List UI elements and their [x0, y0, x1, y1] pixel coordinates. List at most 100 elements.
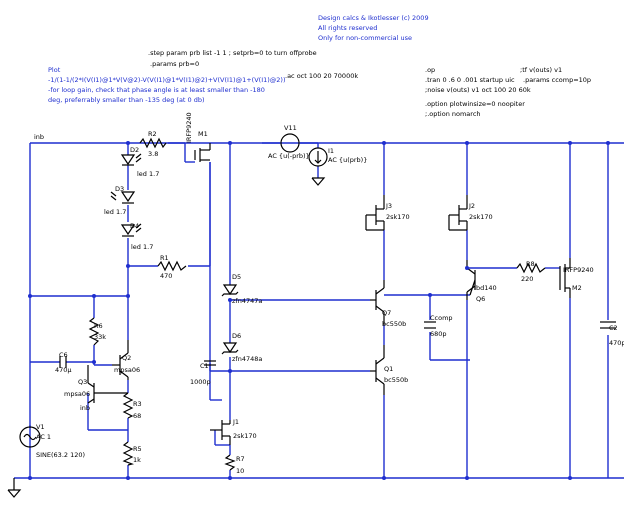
header-line-1: Design calcs & Ikotlesser (c) 2009 — [318, 14, 429, 22]
label-q1-value: bc550b — [384, 376, 408, 384]
label-r6-value: 33k — [94, 333, 106, 341]
label-d6-name: D6 — [232, 332, 241, 340]
params-prb-directive: .params prb=0 — [150, 60, 199, 68]
bjt-q7 — [370, 280, 385, 325]
net-labels: inb inb — [34, 133, 90, 412]
label-d4-value: led 1.7 — [131, 243, 153, 251]
capacitor-ccomp — [424, 321, 436, 329]
label-d3-name: D3 — [115, 185, 124, 193]
label-d2-name: D2 — [130, 146, 139, 154]
led-d4 — [120, 223, 142, 237]
label-m1-name: M1 — [198, 130, 208, 138]
label-r5-name: R5 — [133, 445, 142, 453]
resistor-r2 — [139, 137, 167, 149]
plot-title: Plot — [48, 66, 61, 74]
plot-formula: -1/(1-1/(2*I(V(I1)@1*V(V@2)-V(V(I1)@1*V(… — [48, 76, 286, 84]
tran-directive: .tran 0 .6 0 .001 startup uic — [425, 76, 515, 84]
resistor-r8 — [516, 262, 546, 274]
label-j3-value: 2sk170 — [386, 213, 410, 221]
source-i1 — [308, 147, 328, 167]
label-j1-name: J1 — [232, 418, 239, 426]
header-line-2: All rights reserved — [318, 24, 377, 32]
label-c6-name: C6 — [59, 351, 68, 359]
option-nomarch-directive: ;.option nomarch — [425, 110, 481, 118]
label-r3-name: R3 — [133, 400, 142, 408]
label-d5-name: D5 — [232, 273, 241, 281]
label-v1-value: AC 1 — [36, 433, 51, 441]
label-d6-value: zfn4748a — [232, 355, 262, 363]
component-labels: R2 3.8 D2 led 1.7 D3 led 1.7 D4 led 1.7 … — [36, 112, 624, 475]
label-c2-value: 470p — [609, 339, 624, 347]
op-directive: .op — [425, 66, 435, 74]
label-j3-name: J3 — [385, 202, 392, 210]
label-q3-value: mpsa06 — [64, 390, 90, 398]
resistor-r3 — [122, 392, 134, 419]
label-i1-name: I1 — [328, 147, 334, 155]
bjt-q2 — [112, 340, 129, 380]
resistor-r7 — [224, 454, 236, 471]
params-ccomp-directive: .params ccomp=10p — [523, 76, 591, 84]
label-c1-value: 1000p — [190, 378, 211, 386]
label-r8-value: 220 — [521, 275, 533, 283]
junction-dots — [28, 141, 610, 480]
header-line-3: Only for non-commercial use — [318, 34, 412, 42]
net-label-inb-2: inb — [80, 404, 90, 412]
resistor-r1 — [157, 260, 187, 272]
capacitor-c1 — [204, 360, 216, 366]
component-symbols — [7, 133, 616, 498]
label-j1-value: 2sk170 — [233, 432, 257, 440]
label-c1-name: C1 — [200, 362, 209, 370]
label-j2-name: J2 — [468, 202, 475, 210]
label-r2-name: R2 — [148, 130, 157, 138]
label-c6-value: 470µ — [55, 366, 72, 374]
bjt-q3 — [87, 365, 128, 404]
label-ccomp-name: Ccomp — [430, 314, 453, 322]
label-c2-name: C2 — [609, 324, 618, 332]
label-v1-name: V1 — [36, 423, 45, 431]
bjt-q6 — [466, 260, 476, 300]
source-v11 — [280, 133, 300, 153]
resistor-r5 — [122, 441, 135, 466]
mosfet-m2 — [559, 258, 571, 298]
step-directive: .step param prb list -1 1 ; setprb=0 to … — [148, 49, 317, 57]
label-q6-value: bd140 — [476, 284, 497, 292]
label-r7-value: 10 — [236, 467, 244, 475]
label-r3-value: 68 — [133, 412, 141, 420]
jfet-j1 — [210, 420, 231, 445]
label-q7-name: Q7 — [382, 309, 391, 317]
label-r7-name: R7 — [236, 455, 245, 463]
label-r1-value: 470 — [160, 272, 172, 280]
plot-note-2: deg, preferrably smaller than -135 deg (… — [48, 96, 205, 104]
capacitor-c6 — [59, 356, 67, 368]
noise-directive: ;noise v(outs) v1 oct 100 20 60k — [425, 86, 531, 94]
label-q2-value: mpsa06 — [114, 366, 140, 374]
label-r1-name: R1 — [160, 254, 169, 262]
jfet-j3 — [365, 195, 385, 231]
tf-directive: ;tf v(outs) v1 — [520, 66, 562, 74]
spice-directives: .step param prb list -1 1 ; setprb=0 to … — [148, 49, 591, 118]
led-d3 — [110, 191, 136, 204]
zener-d6 — [221, 342, 239, 355]
label-d4-name: D4 — [130, 222, 139, 230]
label-q2-name: Q2 — [122, 354, 131, 362]
label-r6-name: R6 — [94, 322, 103, 330]
ground-i1 — [311, 177, 326, 186]
net-label-inb: inb — [34, 133, 44, 141]
header-block: Design calcs & Ikotlesser (c) 2009 All r… — [318, 14, 429, 42]
label-r2-value: 3.8 — [148, 150, 158, 158]
label-ccomp-value: 680p — [430, 330, 447, 338]
source-v1 — [19, 426, 41, 448]
ac-directive: .ac oct 100 20 70000k — [285, 72, 358, 80]
jfet-j2 — [448, 195, 468, 231]
plot-note: Plot -1/(1-1/(2*I(V(I1)@1*V(V@2)-V(V(I1)… — [48, 66, 286, 104]
label-d3-value: led 1.7 — [104, 208, 126, 216]
led-d2 — [120, 153, 142, 166]
zener-d5 — [221, 284, 239, 297]
label-v11-name: V11 — [284, 124, 297, 132]
ground-main — [7, 478, 22, 498]
capacitor-c2 — [600, 321, 616, 329]
wires — [14, 142, 624, 479]
label-m1-value: IRFP9240 — [185, 112, 193, 143]
